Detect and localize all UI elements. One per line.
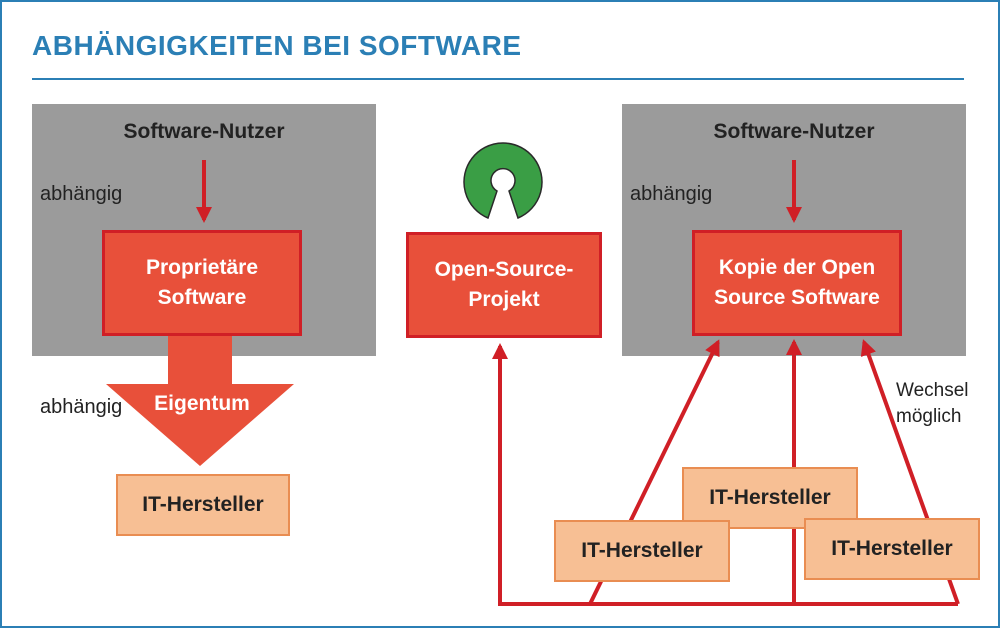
open-source-project-line2: Projekt	[468, 288, 540, 311]
open-source-copy-box: Kopie der Open Source Software	[692, 230, 902, 336]
ownership-arrow	[106, 332, 294, 466]
left-users-label: Software-Nutzer	[123, 120, 285, 143]
ownership-label: Eigentum	[154, 392, 250, 415]
left-dependent-label-2: abhängig	[40, 396, 123, 418]
proprietary-software-line1: Proprietäre	[145, 255, 259, 279]
open-source-copy-line1: Kopie der Open	[718, 255, 876, 279]
proprietary-software-box: Proprietäre Software	[102, 230, 302, 336]
manufacturer-box-front-right: IT-Hersteller	[804, 518, 980, 580]
manufacturer-box-back: IT-Hersteller	[682, 467, 858, 529]
right-users-label: Software-Nutzer	[713, 120, 875, 143]
open-source-project-line1: Open-Source-	[434, 257, 574, 281]
open-source-project-box: Open-Source- Projekt	[406, 232, 602, 338]
left-manufacturer-box: IT-Hersteller	[116, 474, 290, 536]
right-dependent-label: abhängig	[630, 183, 713, 205]
page-title: ABHÄNGIGKEITEN BEI SOFTWARE	[32, 30, 522, 61]
open-source-logo-icon	[463, 142, 543, 220]
switch-possible-line2: möglich	[896, 405, 962, 427]
manufacturer-label-front-left: IT-Hersteller	[581, 539, 703, 562]
left-dependent-label-1: abhängig	[40, 183, 123, 205]
proprietary-software-line2: Software	[157, 286, 247, 309]
switch-possible-line1: Wechsel	[896, 380, 969, 401]
open-source-copy-line2: Source Software	[714, 286, 880, 309]
left-manufacturer-label: IT-Hersteller	[142, 493, 264, 516]
manufacturer-box-front-left: IT-Hersteller	[554, 520, 730, 582]
switch-possible-label: Wechsel möglich	[896, 378, 969, 429]
title-underline	[32, 78, 964, 80]
manufacturer-label-back: IT-Hersteller	[709, 486, 831, 509]
manufacturer-label-front-right: IT-Hersteller	[831, 537, 953, 560]
